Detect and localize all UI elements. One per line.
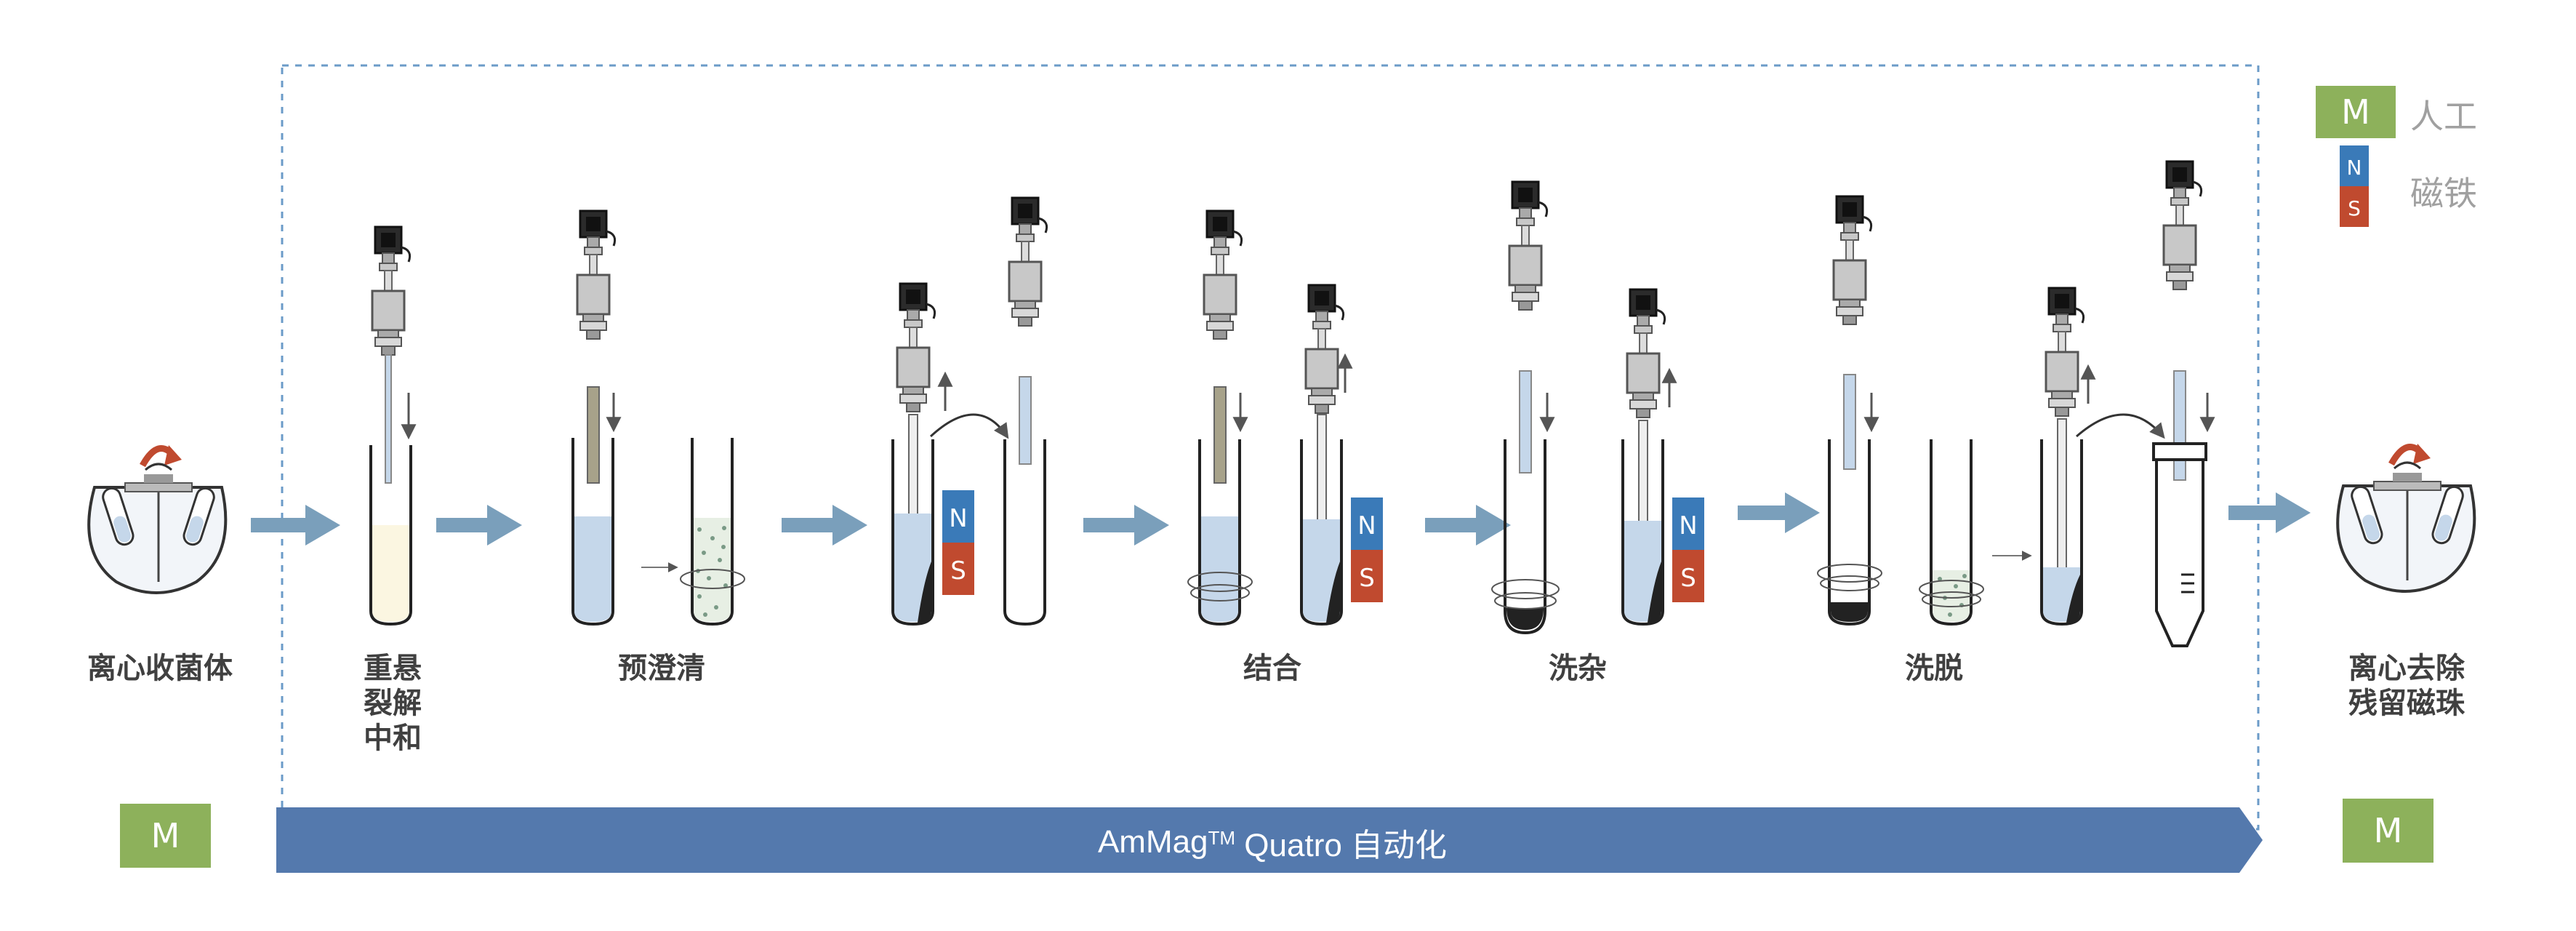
tube-wash-probe <box>1491 180 1560 635</box>
banner-trademark: TM <box>1208 826 1236 849</box>
banner-prefix: AmMag <box>1097 824 1208 860</box>
tube-elute-beads <box>1919 439 1984 626</box>
svg-text:N: N <box>2347 156 2362 180</box>
legend-manual-label: 人工 <box>2410 97 2477 136</box>
centrifuge-left-icon <box>87 445 228 594</box>
magnet-s-label: S <box>950 556 966 586</box>
legend-magnet-label: 磁铁 <box>2410 174 2477 213</box>
automation-frame <box>281 64 2260 831</box>
legend-magnet-icon: N S <box>2340 145 2369 227</box>
flow-arrow-7 <box>2228 492 2311 533</box>
tube-preclear-probe <box>571 209 622 626</box>
flow-arrows <box>251 492 2311 546</box>
tube-transfer-target <box>1003 196 1048 626</box>
step-label-bind: 结合 <box>1243 652 1301 685</box>
legend-manual-badge: M <box>2316 86 2396 138</box>
magnet-ns-1: N S <box>942 490 974 595</box>
tube-binding-separation <box>1300 284 1353 626</box>
banner-suffix: Quatro 自动化 <box>1235 828 1448 863</box>
tube-elute-probe <box>1817 195 1882 626</box>
step-label-centrifuge-remove: 离心去除 残留磁珠 <box>2348 652 2465 720</box>
step-label-wash: 洗杂 <box>1549 652 1607 685</box>
step-label-centrifuge-harvest: 离心收菌体 <box>87 652 233 685</box>
svg-text:S: S <box>2348 196 2361 220</box>
flow-arrow-3 <box>782 505 867 546</box>
svg-text:S: S <box>1680 564 1696 593</box>
flow-arrow-6 <box>1738 492 1820 533</box>
svg-text:N: N <box>1679 511 1697 540</box>
step-label-preclear: 预澄清 <box>618 652 705 685</box>
svg-text:N: N <box>1357 511 1376 540</box>
tube-elute-separation <box>2040 287 2165 626</box>
magnet-n-label: N <box>949 504 967 533</box>
automation-banner <box>276 807 2263 873</box>
tube-preclear-beads <box>680 438 745 626</box>
tube-separation <box>891 282 1009 626</box>
flow-arrow-5 <box>1425 505 1511 546</box>
step-label-resuspend: 重悬 裂解 中和 <box>364 652 422 755</box>
tube-binding-probe <box>1187 209 1253 626</box>
magnet-ns-2: N S <box>1351 498 1383 602</box>
tube-wash-separation <box>1621 288 1677 626</box>
step-label-elute: 洗脱 <box>1905 652 1963 685</box>
tube-lysis <box>369 225 417 626</box>
collection-tube <box>2152 160 2215 647</box>
flow-arrow-4 <box>1083 505 1169 546</box>
manual-badge-right: M <box>2343 799 2433 863</box>
magnet-ns-3: N S <box>1672 498 1704 602</box>
centrifuge-right-icon <box>2336 444 2476 593</box>
svg-text:S: S <box>1359 564 1375 593</box>
manual-badge-left: M <box>120 804 211 868</box>
flow-arrow-1 <box>251 505 340 546</box>
flow-arrow-2 <box>436 505 522 546</box>
